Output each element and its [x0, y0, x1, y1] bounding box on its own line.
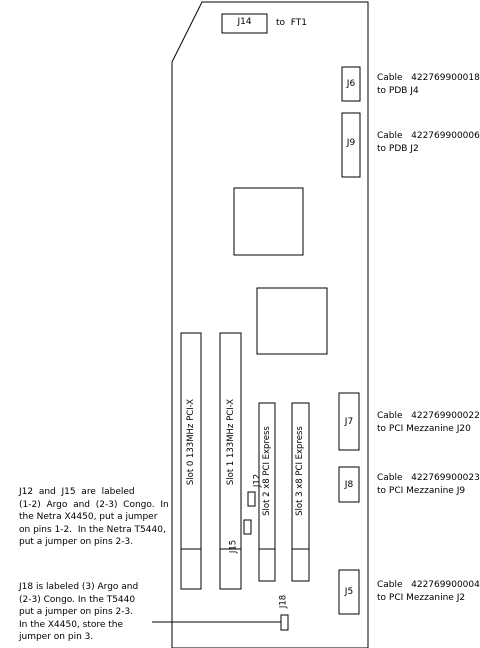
j8-label: J8 — [344, 480, 354, 490]
j15-jumper — [243, 519, 252, 535]
j12-jumper — [247, 491, 256, 507]
j9-label: J9 — [346, 138, 356, 148]
cable-j6-part: Cable 422769900018 — [377, 73, 480, 83]
slot-2-label: Slot 2 x8 PCI Express — [262, 426, 272, 516]
cable-j5-part: Cable 422769900004 — [377, 580, 480, 590]
cable-j9-dest: to PDB J2 — [377, 144, 419, 154]
j7-label: J7 — [344, 417, 354, 427]
j6-label: J6 — [346, 79, 356, 89]
j15-label: J15 — [228, 539, 239, 554]
slot-1-label: Slot 1 133MHz PCI-X — [226, 398, 236, 486]
slot-1 — [219, 332, 242, 590]
cable-j8-dest: to PCI Mezzanine J9 — [377, 486, 466, 496]
j14-destination-label: to FT1 — [276, 18, 307, 28]
note-j18: J18 is labeled (3) Argo and (2-3) Congo.… — [19, 582, 139, 642]
slot-3 — [291, 402, 310, 582]
j5-label: J5 — [344, 587, 354, 597]
j8-connector — [338, 466, 360, 503]
cable-j8-part: Cable 422769900023 — [377, 473, 480, 483]
slot-3-label: Slot 3 x8 PCI Express — [295, 426, 305, 516]
j5-connector — [338, 569, 360, 615]
j18-label: J18 — [278, 594, 289, 609]
cable-j6-dest: to PDB J4 — [377, 86, 419, 96]
cable-j7-dest: to PCI Mezzanine J20 — [377, 424, 471, 434]
chip-lower — [256, 287, 328, 355]
j6-connector — [341, 66, 361, 102]
j14-label: J14 — [237, 17, 252, 27]
j14-connector — [221, 13, 268, 34]
slot-2 — [258, 402, 276, 582]
cable-j5-dest: to PCI Mezzanine J2 — [377, 593, 466, 603]
j18-jumper — [280, 614, 289, 631]
note-j12-j15: J12 and J15 are labeled (1-2) Argo and (… — [19, 487, 169, 547]
slot-0-label: Slot 0 133MHz PCI-X — [186, 398, 196, 486]
chip-upper — [233, 187, 304, 256]
j9-connector — [341, 112, 361, 178]
slot-0 — [180, 332, 202, 590]
j7-connector — [338, 392, 360, 451]
cable-j9-part: Cable 422769900006 — [377, 131, 480, 141]
cable-j7-part: Cable 422769900022 — [377, 411, 480, 421]
